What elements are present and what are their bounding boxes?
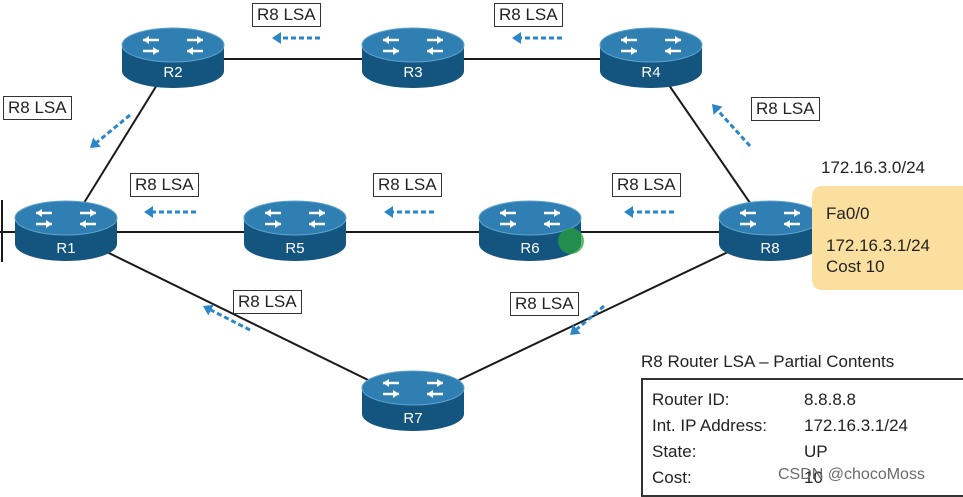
router-arrow-head: [794, 209, 800, 217]
router-arrow-head: [427, 390, 433, 398]
lsa-value: 10: [804, 468, 823, 487]
router-top: [14, 200, 118, 236]
lsa-key: Router ID:: [652, 390, 730, 409]
lsa-label-r8-r6: R8 LSA: [612, 173, 681, 197]
router-arrow-head: [437, 379, 443, 387]
router-label-r8: R8: [760, 240, 780, 257]
router-arrow-head: [80, 220, 86, 228]
router-arrow-head: [36, 209, 42, 217]
interface-address: 172.16.3.1/24: [826, 236, 930, 255]
router-arrow-head: [46, 220, 52, 228]
router-top: [599, 27, 703, 63]
router-label-r6: R6: [520, 240, 540, 257]
lsa-arrow-4: [716, 109, 752, 148]
router-arrow-head: [740, 209, 746, 217]
subnet-label: 172.16.3.0/24: [821, 158, 925, 177]
router-arrow-head: [383, 379, 389, 387]
router-arrow-head: [319, 209, 325, 217]
router-r7-icon: [361, 370, 465, 431]
router-arrow-head: [265, 209, 271, 217]
lsa-label-r2-r1: R8 LSA: [3, 96, 72, 120]
lsa-arrowhead-4: [712, 104, 723, 115]
router-arrow-head: [554, 209, 560, 217]
lsa-arrowhead-2: [512, 32, 521, 44]
router-arrow-head: [393, 47, 399, 55]
lsa-arrow-8: [210, 308, 251, 332]
router-label-r2: R2: [163, 64, 183, 81]
lsa-arrowhead-1: [272, 32, 281, 44]
cursor-indicator: [558, 228, 584, 254]
router-top: [243, 200, 347, 236]
router-label-r4: R4: [641, 64, 661, 81]
lsa-label-r8-r4: R8 LSA: [751, 97, 820, 121]
lsa-arrowhead-3: [90, 137, 101, 148]
router-arrow-head: [393, 390, 399, 398]
link-r1-r7: [65, 231, 414, 403]
lsa-key: Int. IP Address:: [652, 416, 767, 435]
router-arrow-head: [275, 220, 281, 228]
interface-cost: Cost 10: [826, 257, 885, 276]
router-arrow-head: [197, 36, 203, 44]
lsa-arrowhead-8: [203, 304, 214, 316]
router-top: [361, 370, 465, 406]
router-r3-icon: [361, 27, 465, 88]
router-arrow-head: [309, 220, 315, 228]
lsa-label-r8-r7: R8 LSA: [510, 292, 579, 316]
arrows-layer: [90, 32, 752, 335]
lsa-label-r7-r1: R8 LSA: [233, 290, 302, 314]
lsa-table-title: R8 Router LSA – Partial Contents: [641, 352, 895, 371]
router-arrow-head: [631, 47, 637, 55]
router-arrow-head: [437, 36, 443, 44]
router-r4-icon: [599, 27, 703, 88]
lsa-arrowhead-9: [570, 324, 581, 335]
router-arrow-head: [153, 47, 159, 55]
lsa-arrow-3: [95, 113, 131, 144]
router-top: [121, 27, 225, 63]
router-arrow-head: [187, 47, 193, 55]
lsa-label-r5-r1: R8 LSA: [130, 173, 199, 197]
router-arrow-head: [784, 220, 790, 228]
lsa-label-r6-r5: R8 LSA: [373, 173, 442, 197]
watermark: CSDN @chocoMoss: [778, 466, 925, 483]
router-r5-icon: [243, 200, 347, 261]
router-r1-icon: [14, 200, 118, 261]
interface-name: Fa0/0: [826, 204, 870, 223]
router-arrow-head: [90, 209, 96, 217]
lsa-value: UP: [804, 442, 828, 461]
router-arrow-head: [143, 36, 149, 44]
router-arrow-head: [383, 36, 389, 44]
lsa-value: 172.16.3.1/24: [804, 416, 908, 435]
routers-layer: [14, 27, 822, 431]
lsa-table: Router ID: 8.8.8.8 Int. IP Address: 172.…: [641, 378, 963, 497]
router-arrow-head: [427, 47, 433, 55]
lsa-key: State:: [652, 442, 697, 461]
router-arrow-head: [544, 220, 550, 228]
router-top: [718, 200, 822, 236]
lsa-arrowhead-6: [384, 206, 393, 218]
router-top: [361, 27, 465, 63]
router-arrow-head: [500, 209, 506, 217]
router-label-r3: R3: [403, 64, 423, 81]
router-label-r5: R5: [285, 240, 305, 257]
router-arrow-head: [665, 47, 671, 55]
router-arrow-head: [675, 36, 681, 44]
router-r8-icon: [718, 200, 822, 261]
interface-box: Fa0/0 172.16.3.1/24 Cost 10: [812, 186, 963, 290]
lsa-label-r4-r3: R8 LSA: [494, 3, 563, 27]
router-r2-icon: [121, 27, 225, 88]
lsa-arrowhead-7: [624, 206, 633, 218]
lsa-value: 8.8.8.8: [804, 390, 856, 409]
router-top: [478, 200, 582, 236]
router-r6-icon: [478, 200, 582, 261]
router-arrow-head: [750, 220, 756, 228]
router-arrow-head: [510, 220, 516, 228]
lsa-arrowhead-5: [144, 206, 153, 218]
router-arrow-head: [621, 36, 627, 44]
lsa-key: Cost:: [652, 468, 692, 487]
lsa-label-r3-r2: R8 LSA: [252, 3, 321, 27]
lsa-arrow-9: [575, 304, 605, 331]
router-label-r1: R1: [56, 240, 76, 257]
router-label-r7: R7: [403, 410, 423, 427]
